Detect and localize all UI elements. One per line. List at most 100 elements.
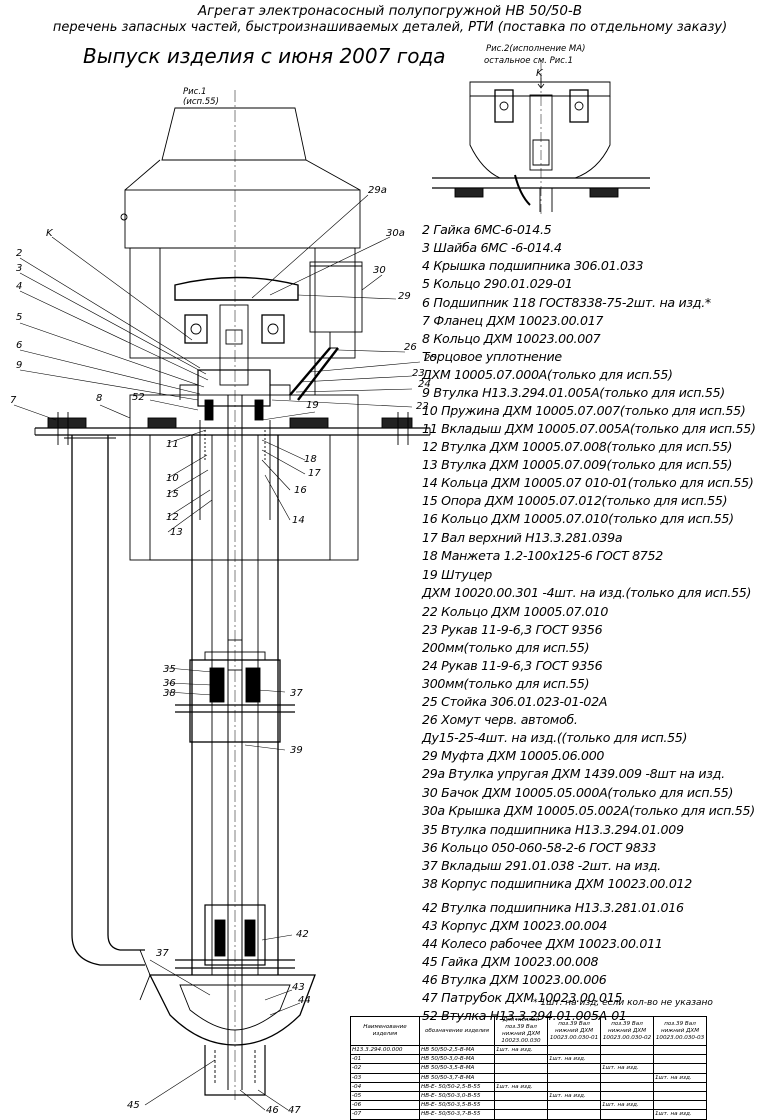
figure1-caption-variant: (исп.55)	[183, 97, 219, 107]
parts-list-item: 12 Втулка ДХМ 10005.07.008(только для ис…	[422, 439, 733, 454]
callout-label: 14	[292, 515, 305, 526]
table-header-cell: обозначение изделия	[419, 1016, 495, 1046]
callout-label: 24	[418, 379, 431, 390]
table-cell	[547, 1081, 601, 1092]
parts-list-item: 30 Бачок ДХМ 10005.05.000А(только для ис…	[422, 785, 734, 800]
table-header-cell: Для нижней поз.39 Вал нижний ДХМ 10023.0…	[494, 1016, 548, 1046]
table-cell: НВ-Е- 50/50-3,0-В-55	[419, 1090, 495, 1102]
table-cell	[653, 1090, 707, 1102]
table-cell: НВ 50/50-3,5-В-МА	[419, 1063, 495, 1074]
callout-label: 29а	[368, 185, 387, 196]
callout-label: 45	[127, 1100, 140, 1111]
parts-list-item: 2 Гайка 6МС-6-014.5	[422, 222, 552, 237]
parts-list-item: 200мм(только для исп.55)	[422, 640, 590, 655]
table-cell: -07	[350, 1109, 420, 1120]
parts-list-item: 25 Стойка 306.01.023-01-02А	[422, 694, 608, 709]
callout-label: 17	[308, 468, 321, 479]
callout-label: 11	[166, 439, 179, 450]
figure1-drawing	[34, 90, 431, 1100]
table-cell: -02	[350, 1063, 420, 1074]
parts-list-item: 300мм(только для исп.55)	[422, 676, 590, 691]
callout-label: 10	[166, 473, 179, 484]
parts-list-item: 26 Хомут черв. автомоб.	[422, 712, 578, 727]
parts-list-item: 10 Пружина ДХМ 10005.07.007(только для и…	[422, 403, 746, 418]
table-cell	[600, 1044, 654, 1056]
parts-list-item: 36 Кольцо 050-060-58-2-6 ГОСТ 9833	[422, 840, 657, 855]
callout-label: K	[46, 228, 54, 239]
parts-list-item: 11 Вкладыш ДХМ 10005.07.005А(только для …	[422, 421, 756, 436]
table-cell	[653, 1054, 707, 1065]
table-header-cell: Наименование изделия	[350, 1016, 420, 1046]
callout-label: 12	[166, 512, 179, 523]
callout-label: 26	[404, 342, 417, 353]
table-cell: 1шт. на изд.	[653, 1109, 707, 1120]
callout-label: 47	[288, 1105, 301, 1116]
table-cell: -06	[350, 1100, 420, 1111]
table-cell	[600, 1054, 654, 1065]
table-header-cell: поз.39 Вал нижний ДХМ 10023.00.030-03	[653, 1016, 707, 1046]
parts-list-item: 23 Рукав 11-9-6,3 ГОСТ 9356	[422, 622, 603, 637]
table-cell	[494, 1054, 548, 1065]
callout-label: 39	[290, 745, 303, 756]
callout-label: 8	[96, 393, 102, 404]
table-cell	[600, 1109, 654, 1120]
callout-label: 37	[290, 688, 303, 699]
table-cell: -03	[350, 1072, 420, 1083]
figure1-callouts: K 2 3 4 5 6 9 7 8 52 11 10 15 12 13 29а …	[10, 44, 585, 1116]
table-cell	[653, 1044, 707, 1056]
table-cell	[547, 1109, 601, 1120]
parts-list-item: 13 Втулка ДХМ 10005.07.009(только для ис…	[422, 457, 733, 472]
callout-label: 5	[16, 312, 22, 323]
callout-label: 30а	[386, 228, 405, 239]
table-cell	[547, 1100, 601, 1111]
parts-list-item: 19 Штуцер	[422, 567, 492, 582]
parts-list-item: 9 Втулка Н13.3.294.01.005А(только для ис…	[422, 385, 725, 400]
callout-label: 25	[424, 353, 437, 364]
parts-list-item: 37 Вкладыш 291.01.038 -2шт. на изд.	[422, 858, 661, 873]
callout-label: 43	[292, 982, 305, 993]
table-cell: -04	[350, 1081, 420, 1092]
table-cell: 1шт. на изд.	[600, 1100, 654, 1111]
table-cell	[653, 1063, 707, 1074]
parts-list-item: 3 Шайба 6МС -6-014.4	[422, 240, 562, 255]
callout-label: 38	[163, 688, 176, 699]
callout-label: 29	[398, 291, 411, 302]
parts-list-item: 18 Манжета 1.2-100х125-6 ГОСТ 8752	[422, 548, 663, 563]
table-cell	[653, 1081, 707, 1092]
parts-list-item: 8 Кольцо ДХМ 10023.00.007	[422, 331, 601, 346]
callout-label: 46	[266, 1105, 279, 1116]
callout-label: 30	[373, 265, 386, 276]
parts-list-item: 24 Рукав 11-9-6,3 ГОСТ 9356	[422, 658, 603, 673]
parts-list-item: 38 Корпус подшипника ДХМ 10023.00.012	[422, 876, 692, 891]
parts-list-item: 22 Кольцо ДХМ 10005.07.010	[422, 604, 609, 619]
sheet-title-line1: Агрегат электронасосный полупогружной НВ…	[197, 3, 583, 19]
parts-list-item: 29 Муфта ДХМ 10005.06.000	[422, 748, 605, 763]
parts-list-item: 15 Опора ДХМ 10005.07.012(только для исп…	[422, 493, 728, 508]
table-cell: НВ 50/50-2,5-В-МА	[419, 1044, 495, 1056]
table-cell: 1шт. на изд.	[547, 1090, 601, 1102]
callout-label: 3	[16, 263, 22, 274]
table-cell	[547, 1044, 601, 1056]
callout-label: 4	[16, 281, 22, 292]
callout-label: 44	[298, 995, 311, 1006]
figure2-callout: K	[536, 68, 544, 79]
table-cell: 1шт. на изд.	[494, 1081, 548, 1092]
parts-list-item: ДХМ 10005.07.000А(только для исп.55)	[422, 367, 673, 382]
table-cell: 1шт. на изд.	[547, 1054, 601, 1065]
table-cell: НВ-Е- 50/50-3,5-В-55	[419, 1100, 495, 1111]
parts-list-item: 7 Фланец ДХМ 10023.00.017	[422, 313, 604, 328]
parts-list-item: 14 Кольца ДХМ 10005.07 010-01(только для…	[422, 475, 754, 490]
table-cell: 1шт. на изд.	[653, 1072, 707, 1083]
table-cell	[494, 1100, 548, 1111]
table-cell	[600, 1072, 654, 1083]
table-cell	[494, 1072, 548, 1083]
table-cell	[494, 1090, 548, 1102]
